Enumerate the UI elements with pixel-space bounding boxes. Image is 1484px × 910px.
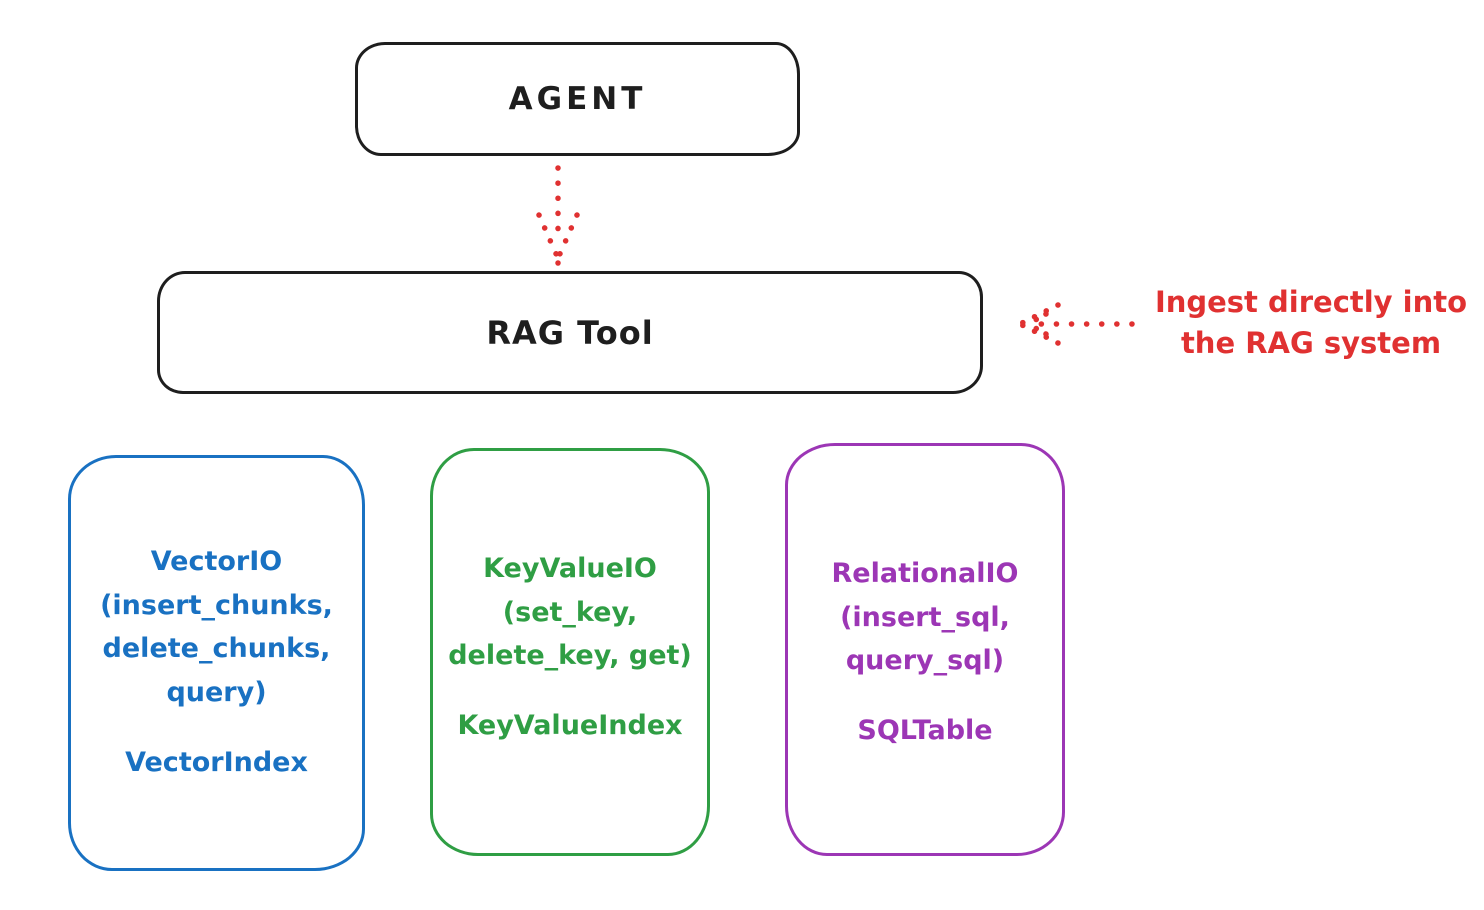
annotation-to-rag-arrow [1019, 302, 1135, 346]
vector-io-label: VectorIO (insert_chunks, delete_chunks, … [100, 546, 333, 709]
vector-index-label: VectorIndex [125, 746, 308, 778]
annotation-line-2: the RAG system [1180, 325, 1442, 360]
sqltable-label: SQLTable [857, 715, 993, 747]
annotation-line-1: Ingest directly into [1154, 285, 1468, 319]
agent-to-rag-arrow [536, 165, 580, 266]
rag-tool-node[interactable]: RAG Tool [157, 271, 983, 394]
agent-label: AGENT [508, 81, 647, 117]
keyvalue-io-node[interactable]: KeyValueIO (set_key, delete_key, get) Ke… [430, 448, 710, 856]
rag-tool-label: RAG Tool [486, 313, 654, 352]
relational-io-node[interactable]: RelationalIO (insert_sql, query_sql) SQL… [785, 443, 1065, 856]
relational-io-label: RelationalIO (insert_sql, query_sql) [831, 558, 1019, 677]
annotation-text: Ingest directly into the RAG system [1138, 282, 1484, 363]
keyvalue-io-label: KeyValueIO (set_key, delete_key, get) [448, 553, 692, 672]
vector-io-node[interactable]: VectorIO (insert_chunks, delete_chunks, … [68, 455, 365, 871]
keyvalue-index-label: KeyValueIndex [457, 710, 683, 742]
agent-node[interactable]: AGENT [355, 42, 800, 156]
